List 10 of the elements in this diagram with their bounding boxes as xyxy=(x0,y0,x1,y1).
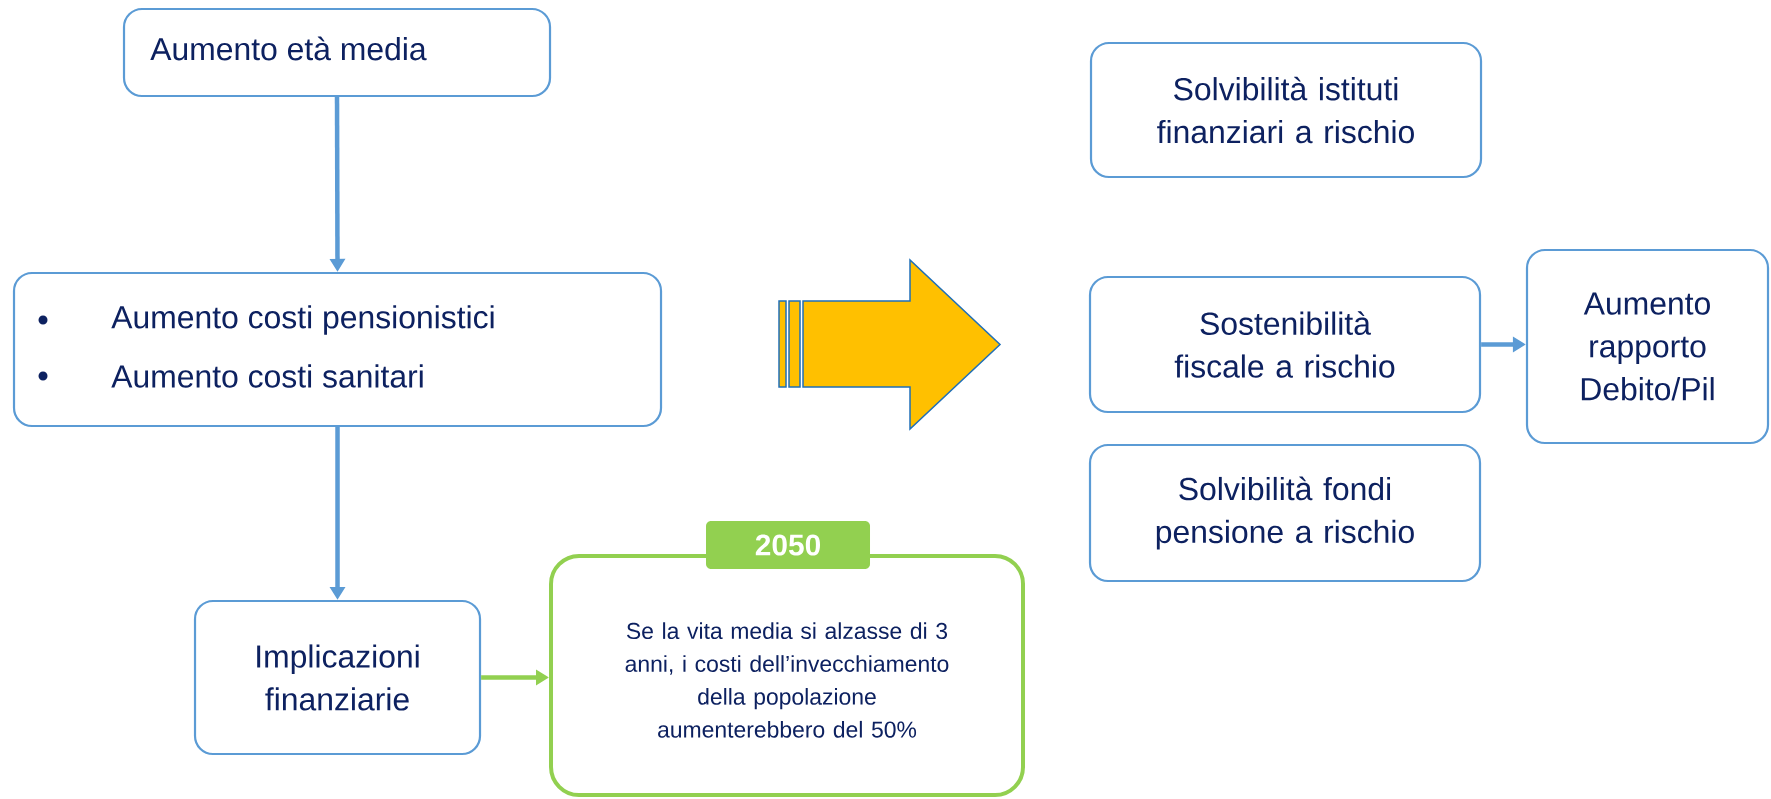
process-box: Aumento rapporto Debito/Pil xyxy=(1525,248,1770,445)
process-box: Solvibilità istituti finanziari a rischio xyxy=(1089,41,1483,179)
callout-box: 2050 Se la vita media si alzasse di 3 anni, i costi dell’invecchiamento della popolazione aumenterebbero del 50% xyxy=(549,521,1025,797)
process-box: Sostenibilità fiscale a rischio xyxy=(1088,275,1482,414)
process-box: Aumento età media xyxy=(122,7,552,98)
process-box: Solvibilità fondi pensione a rischio xyxy=(1088,443,1482,583)
process-box: Implicazioni finanziarie xyxy=(193,599,482,756)
process-box: Aumento costi pensionistici Aumento costi sanitari xyxy=(12,271,663,428)
node-label: 2050 xyxy=(755,534,821,556)
block-arrow xyxy=(778,258,1002,431)
